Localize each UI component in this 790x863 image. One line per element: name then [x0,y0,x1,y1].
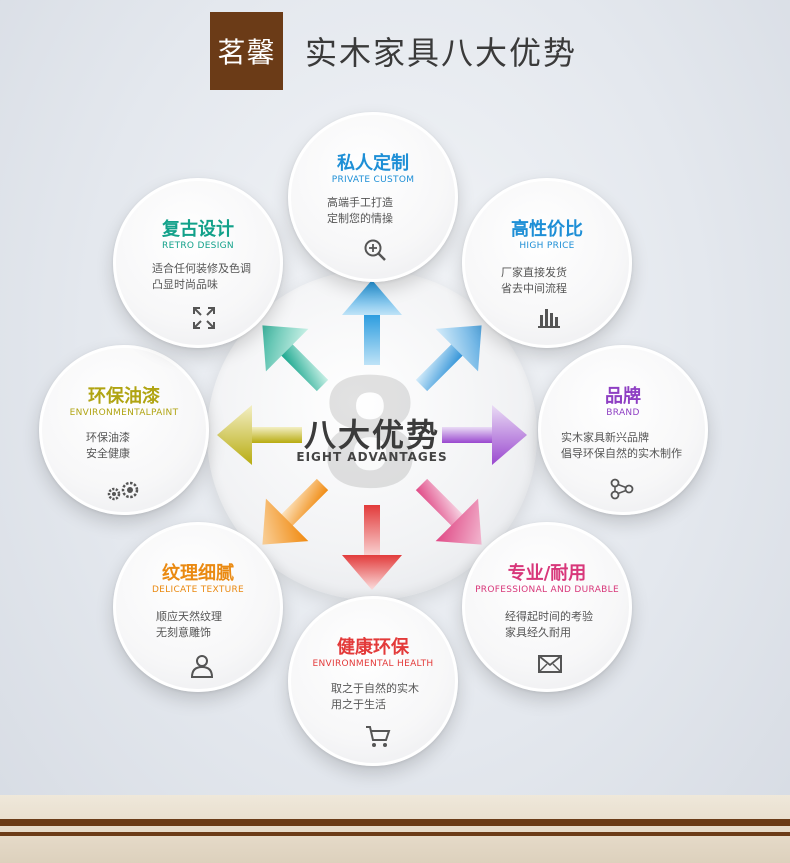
card-title: 健康环保 [337,637,409,658]
card-private-custom: 私人定制 PRIVATE CUSTOM 高端手工打造 定制您的情操 [288,112,458,282]
card-desc-line: 厂家直接发货 [501,266,567,279]
card-desc-line: 家具经久耐用 [505,626,571,639]
card-subtitle: ENVIRONMENTAL HEALTH [312,659,434,669]
card-desc-line: 省去中间流程 [501,282,567,295]
card-desc-line: 凸显时尚品味 [152,278,218,291]
brand-name: 茗馨 [217,36,276,69]
bar-chart-icon [538,309,560,328]
expand-arrows-icon [193,307,215,329]
card-desc-line: 适合任何装修及色调 [152,262,251,275]
card-desc-line: 实木家具新兴品牌 [561,431,649,444]
cart-icon [366,726,391,747]
card-subtitle: BRAND [606,408,640,418]
card-title: 高性价比 [511,219,583,240]
user-icon [190,655,214,678]
card-description: 取之于自然的实木 用之于生活 [331,681,445,713]
card-subtitle: HIGH PRICE [519,241,575,251]
card-description: 环保油漆 安全健康 [86,430,196,462]
card-environmental-health: 健康环保 ENVIRONMENTAL HEALTH 取之于自然的实木 用之于生活 [288,596,458,766]
page-title: 实木家具八大优势 [305,34,578,72]
card-high-price: 高性价比 HIGH PRICE 厂家直接发货 省去中间流程 [462,178,632,348]
card-description: 适合任何装修及色调 凸显时尚品味 [152,261,270,293]
zoom-in-icon [364,239,386,261]
card-title: 私人定制 [337,153,409,174]
arrow-up-left [262,325,329,392]
card-description: 高端手工打造 定制您的情操 [327,195,445,227]
card-retro-design: 复古设计 RETRO DESIGN 适合任何装修及色调 凸显时尚品味 [113,178,283,348]
brown-stripe [0,819,790,826]
card-professional-durable: 专业/耐用 PROFESSIONAL AND DURABLE 经得起时间的考验 … [462,522,632,692]
arrow-right [442,405,527,465]
card-title: 纹理细腻 [162,563,234,584]
card-subtitle: PRIVATE CUSTOM [331,175,415,185]
card-title: 专业/耐用 [507,563,587,584]
arrow-down-left [262,478,329,545]
card-delicate-texture: 纹理细腻 DELICATE TEXTURE 顺应天然纹理 无刻意雕饰 [113,522,283,692]
arrow-down-right [415,478,482,545]
card-desc-line: 安全健康 [86,447,130,460]
arrow-ring [217,280,527,590]
envelope-icon [538,655,562,673]
card-title: 品牌 [605,386,641,407]
card-brand: 品牌 BRAND 实木家具新兴品牌 倡导环保自然的实木制作 [538,345,708,515]
center-title: 八大优势 [303,416,440,454]
brown-stripe-thin [0,832,790,836]
card-desc-line: 取之于自然的实木 [331,682,419,695]
arrow-left [217,405,302,465]
arrow-up-right [415,325,482,392]
card-subtitle: ENVIRONMENTALPAINT [69,408,179,418]
arrow-down [342,505,402,590]
card-subtitle: DELICATE TEXTURE [151,585,245,595]
card-subtitle: PROFESSIONAL AND DURABLE [475,585,619,595]
card-desc-line: 高端手工打造 [327,196,393,209]
floor-background [0,795,790,863]
card-description: 实木家具新兴品牌 倡导环保自然的实木制作 [561,430,695,462]
card-description: 经得起时间的考验 家具经久耐用 [505,609,619,641]
header: 茗馨 实木家具八大优势 [210,12,577,90]
card-description: 顺应天然纹理 无刻意雕饰 [156,609,270,641]
card-desc-line: 经得起时间的考验 [505,610,593,623]
card-desc-line: 定制您的情操 [327,212,393,225]
brand-logo: 茗馨 [210,12,283,90]
card-title: 环保油漆 [88,386,160,407]
card-subtitle: RETRO DESIGN [162,241,234,251]
card-desc-line: 环保油漆 [86,431,130,444]
arrow-up [342,280,402,365]
card-desc-line: 无刻意雕饰 [156,626,211,639]
gears-icon [107,481,139,501]
share-network-icon [610,478,634,500]
center-subtitle: EIGHT ADVANTAGES [296,450,448,464]
card-desc-line: 倡导环保自然的实木制作 [561,447,682,460]
card-desc-line: 用之于生活 [331,698,386,711]
card-environmental-paint: 环保油漆 ENVIRONMENTALPAINT 环保油漆 安全健康 [39,345,209,515]
card-desc-line: 顺应天然纹理 [156,610,222,623]
card-description: 厂家直接发货 省去中间流程 [501,265,619,297]
big-eight-watermark: 8 [317,348,423,522]
card-title: 复古设计 [162,219,234,240]
